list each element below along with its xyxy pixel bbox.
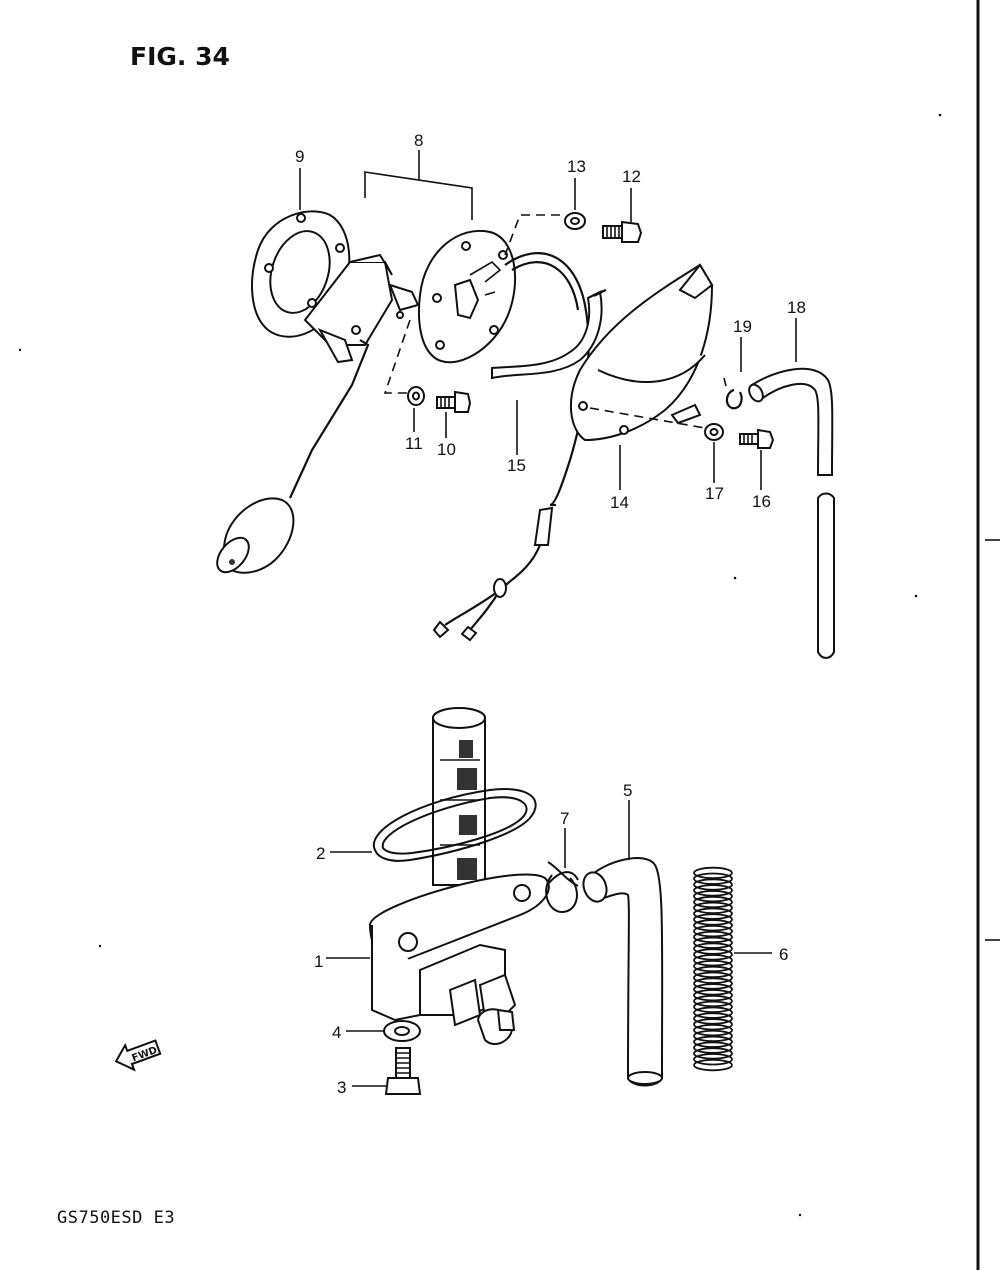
guide-line xyxy=(383,319,412,394)
spring-coil xyxy=(693,1012,733,1025)
part-wire-leads xyxy=(469,589,501,631)
spring-coil xyxy=(693,1041,733,1054)
part-hose-18 xyxy=(748,367,835,659)
spring-coil xyxy=(693,1006,733,1019)
part-wire-connector xyxy=(533,506,554,546)
figure-title: FIG. 34 xyxy=(130,42,230,71)
part-bolt-3 xyxy=(384,1047,422,1095)
callout-12: 12 xyxy=(622,167,641,186)
guide-line xyxy=(589,407,706,429)
spring-coil xyxy=(693,965,733,979)
callout-11: 11 xyxy=(405,434,423,453)
part-washer-17 xyxy=(704,423,724,441)
spring-coil xyxy=(693,989,733,1002)
spring-coil xyxy=(693,1018,733,1031)
spring-coil xyxy=(693,1047,733,1060)
callout-2: 2 xyxy=(316,844,325,863)
leader-lines xyxy=(299,168,797,1087)
spring-coil xyxy=(693,1035,733,1048)
spring-coil xyxy=(693,1024,733,1037)
callout-8: 8 xyxy=(414,131,423,150)
part-clip-19 xyxy=(725,388,743,410)
callout-6: 6 xyxy=(779,945,788,964)
part-fuel-cock xyxy=(368,707,550,1045)
part-strap xyxy=(491,289,607,380)
part-washer-11 xyxy=(407,386,425,406)
spring-coil xyxy=(693,930,733,944)
callout-labels: 1 2 3 4 5 6 7 8 9 10 11 12 13 14 15 16 1… xyxy=(295,131,806,1097)
wire-sleeve xyxy=(493,578,507,598)
part-sender-bracket xyxy=(289,253,420,499)
callout-18: 18 xyxy=(787,298,806,317)
spring-coil xyxy=(693,913,733,926)
part-screw-10 xyxy=(436,390,472,413)
spring-coil xyxy=(693,936,733,949)
callout-13: 13 xyxy=(567,157,586,176)
part-cover xyxy=(569,263,714,442)
spring-coil xyxy=(693,948,733,961)
callout-15: 15 xyxy=(507,456,526,475)
part-clip-19 xyxy=(723,377,727,387)
part-o-ring xyxy=(372,788,537,862)
callout-9: 9 xyxy=(295,147,304,166)
spring-coil xyxy=(693,919,733,932)
spring-coil xyxy=(693,872,733,885)
part-screw-16 xyxy=(739,428,775,449)
callout-14: 14 xyxy=(610,493,629,512)
part-wire-harness xyxy=(511,261,580,311)
callout-10: 10 xyxy=(437,440,456,459)
spring-coil xyxy=(693,1053,733,1066)
callout-3: 3 xyxy=(337,1078,346,1097)
spring-coil xyxy=(693,878,733,891)
spring-coil xyxy=(693,895,733,909)
part-wire-leads xyxy=(444,544,542,626)
spring-coil xyxy=(693,954,733,967)
part-hose-clamp xyxy=(545,861,579,914)
callout-5: 5 xyxy=(623,781,632,800)
part-screw-12 xyxy=(602,220,643,243)
guide-line xyxy=(504,214,560,256)
callout-1: 1 xyxy=(314,952,323,971)
spring-coil xyxy=(693,977,733,990)
spring-coil xyxy=(693,983,733,996)
spring-coil xyxy=(693,907,733,920)
spring-coil xyxy=(693,994,733,1008)
model-code: GS750ESD E3 xyxy=(57,1208,176,1228)
part-spring xyxy=(693,866,733,1072)
callout-7: 7 xyxy=(560,809,569,828)
spring-coil xyxy=(693,925,733,938)
callout-4: 4 xyxy=(332,1023,341,1042)
spring-coil xyxy=(693,890,733,903)
part-washer-4 xyxy=(383,1020,421,1042)
fwd-arrow-icon: FWD xyxy=(114,1039,162,1072)
terminal xyxy=(432,620,450,639)
spring-coil xyxy=(693,942,733,955)
terminal xyxy=(460,625,478,642)
spring-coil xyxy=(693,901,733,914)
part-float xyxy=(216,497,295,574)
spring-coil xyxy=(693,1029,733,1043)
part-sender-plate xyxy=(417,229,517,364)
spring-coil xyxy=(693,884,733,897)
scan-specks xyxy=(18,113,942,1217)
part-washer-13 xyxy=(564,212,586,230)
callout-17: 17 xyxy=(705,484,724,503)
spring-coil xyxy=(693,959,733,973)
callout-19: 19 xyxy=(733,317,752,336)
spring-coil xyxy=(693,971,733,984)
spring-coil xyxy=(693,1000,733,1013)
callout-16: 16 xyxy=(752,492,771,511)
spring-coil xyxy=(693,1058,733,1072)
part-fuel-hose xyxy=(582,857,664,1087)
spring-coil xyxy=(693,866,733,880)
